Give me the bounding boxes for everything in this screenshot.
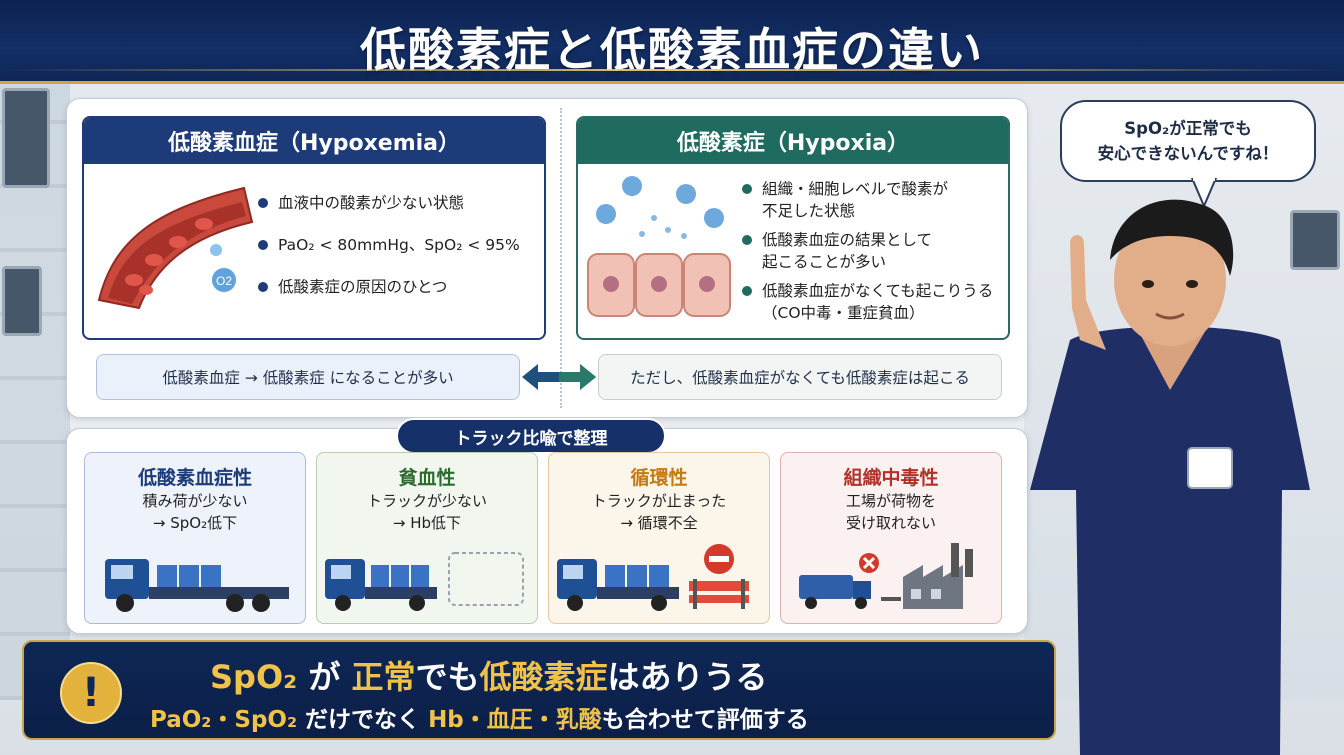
panel-divider	[560, 108, 562, 408]
summary-left: 低酸素血症 → 低酸素症 になることが多い	[96, 354, 520, 400]
banner-line-1: SpO₂ が 正常でも低酸素症はありうる	[210, 658, 768, 696]
analogy-card-title: 組織中毒性	[843, 467, 939, 489]
factory-icon	[799, 543, 973, 609]
bubble-line: SpO₂が正常でも	[1124, 119, 1252, 138]
o2-bubble-label: O2	[216, 274, 232, 288]
analogy-card-line: → 循環不全	[620, 514, 698, 532]
hypoxia-bullets: 組織・細胞レベルで酸素が不足した状態 低酸素血症の結果として起こることが多い 低…	[740, 178, 1008, 331]
truck-stopped-icon	[557, 544, 749, 611]
bullet-item: 低酸素症の原因のひとつ	[256, 276, 536, 298]
cells-icon	[587, 176, 731, 317]
analogy-card-histotoxic: 組織中毒性 工場が荷物を 受け取れない	[780, 452, 1002, 624]
truck-analogy-label: トラック比喩で整理	[396, 418, 666, 454]
analogy-card-title: 貧血性	[398, 467, 456, 489]
bullet-item: 低酸素血症がなくても起こりうる（CO中毒・重症貧血）	[740, 280, 1008, 324]
doctor-illustration	[1030, 199, 1310, 755]
key-message-banner: ! SpO₂ が 正常でも低酸素症はありうる PaO₂・SpO₂ だけでなく H…	[22, 640, 1056, 740]
analogy-card-hypoxemic: 低酸素血症性 積み荷が少ない → SpO₂低下	[84, 452, 306, 624]
speech-bubble-tail	[1190, 178, 1218, 208]
bubble-line: 安心できないんですね！	[1097, 144, 1279, 163]
hypoxia-heading: 低酸素症（Hypoxia）	[578, 118, 1008, 164]
analogy-card-line: → SpO₂低下	[152, 514, 238, 532]
bullet-item: PaO₂ < 80mmHg、SpO₂ < 95%	[256, 234, 536, 256]
summary-right: ただし、低酸素血症がなくても低酸素症は起こる	[598, 354, 1002, 400]
banner-line-2: PaO₂・SpO₂ だけでなく Hb・血圧・乳酸も合わせて評価する	[150, 707, 809, 733]
analogy-card-anemic: 貧血性 トラックが少ない → Hb低下	[316, 452, 538, 624]
analogy-card-line: 受け取れない	[845, 514, 936, 532]
bullet-item: 組織・細胞レベルで酸素が不足した状態	[740, 178, 1008, 222]
page-title: 低酸素症と低酸素血症の違い	[360, 23, 984, 77]
analogy-card-line: 工場が荷物を	[845, 492, 936, 510]
bullet-item: 低酸素血症の結果として起こることが多い	[740, 229, 1008, 273]
analogy-card-line: トラックが少ない	[366, 492, 487, 510]
truck-icon	[105, 559, 289, 612]
monitor-left-2	[2, 266, 42, 336]
hypoxemia-card: 低酸素血症（Hypoxemia） O2 血液中の酸素が少ない状態 PaO₂ < …	[82, 116, 546, 340]
analogy-card-title: 循環性	[630, 467, 688, 489]
bullet-item: 血液中の酸素が少ない状態	[256, 192, 536, 214]
analogy-card-circulatory: 循環性 トラックが止まった → 循環不全	[548, 452, 770, 624]
hypoxia-card: 低酸素症（Hypoxia） 組織・細胞レベルで酸素が不足した状態 低酸素血症の結…	[576, 116, 1010, 340]
warning-icon: !	[60, 662, 122, 724]
speech-bubble: SpO₂が正常でも 安心できないんですね！	[1060, 100, 1316, 182]
monitor-left-1	[2, 88, 50, 188]
analogy-card-line: トラックが止まった	[591, 492, 727, 510]
monitor-right	[1290, 210, 1340, 270]
truck-icon	[325, 552, 524, 611]
analogy-card-line: → Hb低下	[392, 514, 462, 532]
title-band: 低酸素症と低酸素血症の違い	[0, 0, 1344, 84]
double-arrow-icon	[522, 364, 596, 390]
hypoxemia-bullets: 血液中の酸素が少ない状態 PaO₂ < 80mmHg、SpO₂ < 95% 低酸…	[256, 192, 536, 318]
analogy-card-title: 低酸素血症性	[137, 467, 252, 489]
blood-vessel-icon: O2	[97, 186, 254, 310]
hypoxemia-heading: 低酸素血症（Hypoxemia）	[84, 118, 544, 164]
analogy-card-line: 積み荷が少ない	[142, 492, 248, 510]
